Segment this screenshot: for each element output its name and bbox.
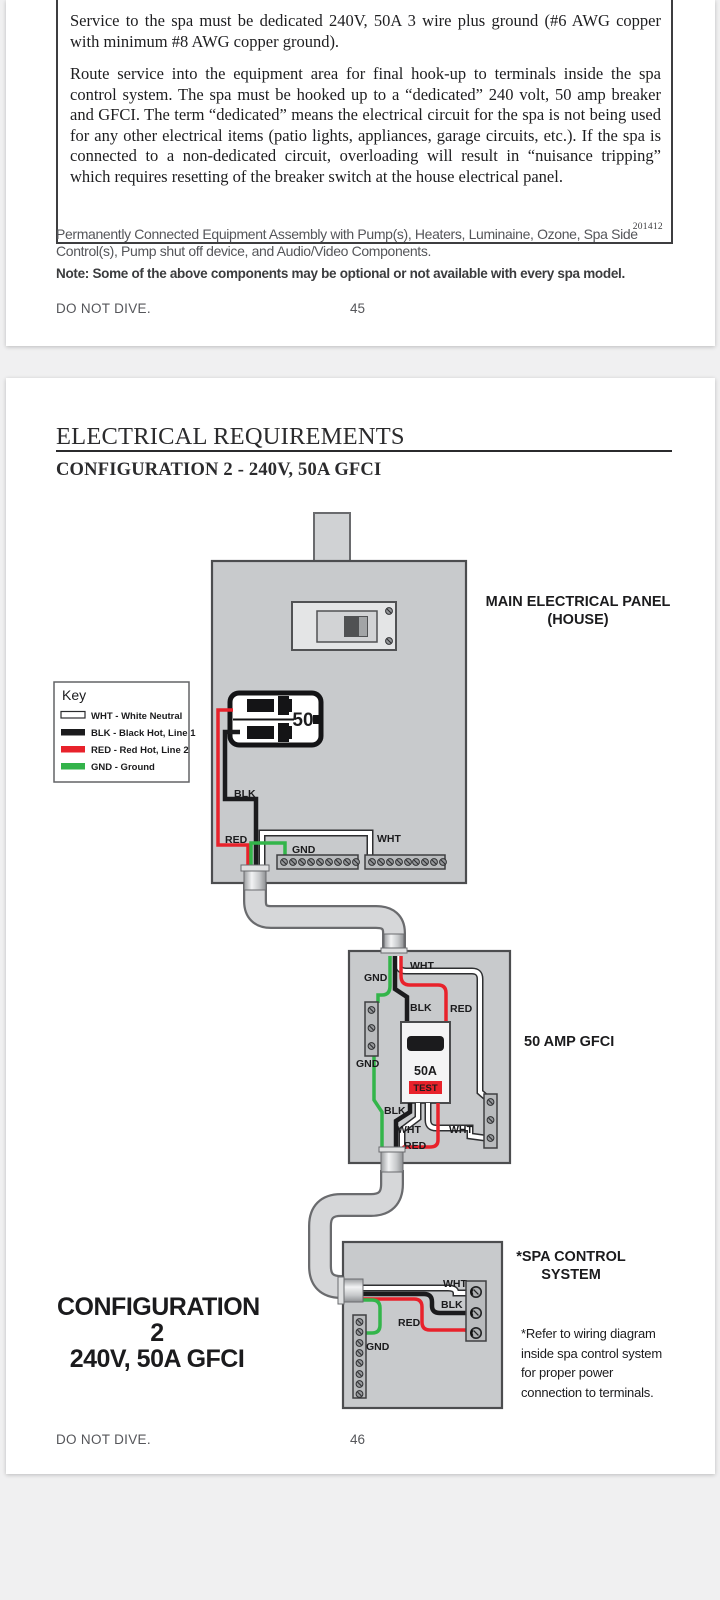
- key-title: Key: [62, 687, 86, 703]
- wiring-diagram: 50 BLK RED GND WHT: [53, 512, 671, 1410]
- wht-label-panel: WHT: [377, 833, 401, 845]
- red-label-spa: RED: [398, 1317, 421, 1329]
- gfci-top-connector: [380, 933, 408, 954]
- page-number: 45: [350, 301, 366, 316]
- key-swatch-blk: [61, 729, 85, 736]
- refer-note-line1: *Refer to wiring diagram: [521, 1326, 656, 1341]
- key-legend: Key WHT - White Neutral BLK - Black Hot,…: [53, 681, 196, 783]
- blk-label-panel: BLK: [234, 788, 256, 800]
- gnd-label-gfci-bottom: GND: [356, 1058, 380, 1070]
- gnd-label-gfci-top: GND: [364, 972, 388, 984]
- gfci-bottom-connector: [378, 1146, 406, 1173]
- spa-power-terminal-block: [465, 1280, 487, 1342]
- red-label-panel: RED: [225, 834, 248, 846]
- red-label-gfci: RED: [450, 1003, 473, 1015]
- green-wire-panel: [249, 841, 287, 874]
- key-swatch-red: [61, 746, 85, 753]
- gfci-ground-strip: [364, 1001, 379, 1057]
- refer-note-line2: inside spa control system: [521, 1346, 662, 1361]
- conduit-service-entry: [313, 512, 351, 566]
- key-swatch-gnd: [61, 763, 85, 770]
- breaker-rating-label: 50: [292, 710, 313, 731]
- configuration-title: CONFIGURATION 2 240V, 50A GFCI: [57, 1293, 260, 1373]
- panel-conduit-connector: [240, 864, 270, 891]
- conduit-panel-to-gfci: [243, 884, 406, 952]
- configuration-title-line2: 240V, 50A GFCI: [69, 1345, 245, 1373]
- gfci-breaker: 50A TEST: [400, 1021, 451, 1104]
- configuration-title-line1: CONFIGURATION 2: [57, 1293, 260, 1347]
- gfci-breaker-rating: 50A: [414, 1064, 437, 1078]
- refer-note-line4: connection to terminals.: [521, 1385, 654, 1400]
- key-label-blk: BLK - Black Hot, Line 1: [91, 728, 196, 739]
- footer-warning: DO NOT DIVE.: [56, 301, 151, 316]
- gfci-neutral-strip: [483, 1093, 498, 1149]
- wht-label-spa: WHT: [443, 1278, 467, 1290]
- footer-warning: DO NOT DIVE.: [56, 1432, 151, 1447]
- section-title: ELECTRICAL REQUIREMENTS: [56, 423, 405, 450]
- equipment-description: Permanently Connected Equipment Assembly…: [56, 226, 638, 259]
- key-label-gnd: GND - Ground: [91, 762, 155, 773]
- spa-conduit-connector: [337, 1276, 364, 1305]
- spa-wiring: [356, 1284, 472, 1335]
- section-subtitle: CONFIGURATION 2 - 240V, 50A GFCI: [56, 460, 382, 480]
- panel-wiring: [216, 708, 374, 874]
- panel-neutral-bus: [364, 854, 447, 870]
- document-page-45: Service to the spa must be dedicated 240…: [6, 0, 715, 346]
- red-label-gfci-bottom: RED: [404, 1140, 427, 1152]
- blk-label-gfci-bottom: BLK: [384, 1105, 406, 1117]
- title-underline: [56, 450, 672, 452]
- gnd-label-panel: GND: [292, 844, 316, 856]
- blk-label-gfci: BLK: [410, 1002, 432, 1014]
- document-code: 201412: [632, 221, 663, 232]
- wht-label-gfci-bottom-left: WHT: [397, 1124, 421, 1136]
- blk-label-spa: BLK: [441, 1299, 463, 1311]
- wht-label-gfci-top: WHT: [410, 960, 434, 972]
- panel-ground-bus: [276, 854, 360, 870]
- main-panel-label-line2: (HOUSE): [547, 612, 608, 628]
- main-panel-label-line1: MAIN ELECTRICAL PANEL: [486, 594, 671, 610]
- gfci-wiring-bottom: [393, 1103, 486, 1154]
- wht-label-gfci-bottom-right: WHT: [449, 1124, 473, 1136]
- test-button: [409, 1081, 442, 1094]
- gfci-label: 50 AMP GFCI: [524, 1034, 614, 1050]
- conduit-gfci-to-spa: [308, 1170, 404, 1299]
- spa-ground-strip: [352, 1314, 367, 1399]
- service-notice-box: Service to the spa must be dedicated 240…: [56, 0, 673, 244]
- breaker-50a-two-pole: 50: [227, 690, 324, 748]
- red-wire-panel: [216, 708, 250, 874]
- main-disconnect-switch: [291, 601, 397, 651]
- notice-paragraph-2: Route service into the equipment area fo…: [70, 64, 661, 186]
- test-button-label: TEST: [413, 1083, 437, 1094]
- black-wire-panel: [222, 729, 259, 874]
- key-label-wht: WHT - White Neutral: [91, 711, 182, 722]
- note-text: Note: Some of the above components may b…: [56, 266, 625, 281]
- key-swatch-wht: [60, 710, 86, 719]
- page-number: 46: [350, 1432, 366, 1447]
- document-page-46: ELECTRICAL REQUIREMENTS CONFIGURATION 2 …: [6, 378, 715, 1474]
- notice-paragraph-1: Service to the spa must be dedicated 240…: [70, 11, 661, 51]
- spa-label-line2: SYSTEM: [541, 1267, 601, 1283]
- key-label-red: RED - Red Hot, Line 2: [91, 745, 189, 756]
- gfci-wiring-top: [372, 956, 490, 1152]
- gnd-label-spa: GND: [366, 1341, 390, 1353]
- white-wire-panel: [260, 831, 372, 874]
- refer-note-line3: for proper power: [521, 1365, 614, 1380]
- spa-label-line1: *SPA CONTROL: [516, 1249, 626, 1265]
